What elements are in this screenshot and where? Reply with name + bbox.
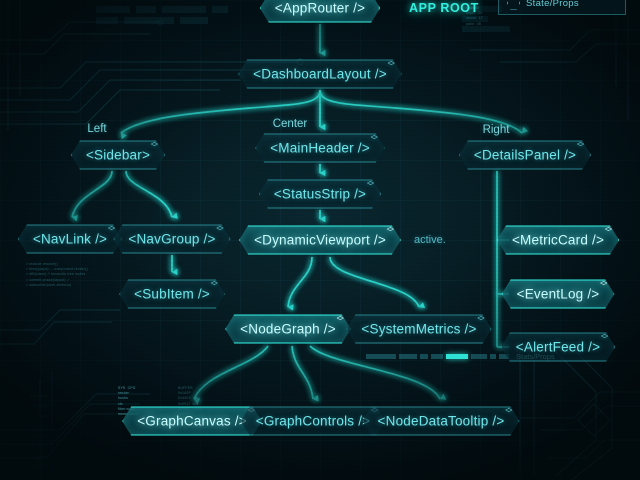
component-node-label: <AlertFeed /> — [515, 339, 601, 355]
active-state-label: active. — [414, 234, 446, 246]
component-node-label: <EventLog /> — [516, 286, 600, 302]
decorative-microtext-left: > module.resolve() > bind(props) → compo… — [26, 262, 88, 287]
component-node-details-panel[interactable]: <DetailsPanel /><> — [459, 141, 591, 170]
code-tag-icon: <> — [600, 280, 607, 288]
component-node-metric-card[interactable]: <MetricCard /><> — [497, 226, 619, 255]
component-node-label: <DashboardLayout /> — [253, 66, 387, 82]
component-node-label: <GraphCanvas /> — [137, 413, 247, 429]
code-tag-icon: <> — [107, 225, 115, 233]
component-node-event-log[interactable]: <EventLog /><> — [502, 280, 615, 309]
column-label-left: Left — [87, 123, 107, 135]
app-root-label: APP ROOT — [409, 1, 479, 15]
component-node-node-graph[interactable]: <NodeGraph /><> — [225, 315, 351, 344]
component-node-label: <MainHeader /> — [270, 140, 370, 156]
state-props-legend: State/Props — [498, 0, 626, 15]
code-tag-icon: <> — [386, 226, 393, 234]
component-node-label: <StatusStrip /> — [273, 186, 367, 202]
code-tag-icon: <> — [601, 333, 608, 341]
code-tag-icon: <> — [366, 0, 372, 3]
component-node-label: <NavLink /> — [32, 231, 108, 247]
component-node-label: <SubItem /> — [134, 286, 210, 302]
component-node-nav-group[interactable]: <NavGroup /><> — [113, 225, 230, 254]
code-tag-icon: <> — [604, 226, 612, 234]
component-node-label: <SystemMetrics /> — [361, 321, 477, 337]
component-node-label: <Sidebar> — [85, 147, 151, 163]
column-label-right: Right — [482, 124, 510, 136]
component-node-label: <GraphControls /> — [255, 413, 371, 429]
component-node-sidebar[interactable]: <Sidebar><> — [71, 141, 165, 170]
component-node-graph-controls[interactable]: <GraphControls /><> — [241, 407, 385, 436]
column-label-center: Center — [272, 118, 308, 130]
legend-label: State/Props — [526, 0, 579, 9]
code-tag-icon: <> — [336, 315, 343, 323]
code-tag-icon: <> — [210, 280, 217, 288]
component-node-status-strip[interactable]: <StatusStrip /><> — [259, 180, 381, 209]
component-node-dynamic-viewport[interactable]: <DynamicViewport /><> — [239, 226, 401, 255]
code-tag-icon: <> — [370, 134, 377, 142]
component-node-app-router[interactable]: <AppRouter /><> — [260, 0, 380, 23]
component-node-alert-feed[interactable]: <AlertFeed /><> — [501, 333, 615, 362]
component-node-label: <NavGroup /> — [128, 231, 216, 247]
component-node-label: <NodeGraph /> — [240, 321, 336, 337]
component-node-graph-canvas[interactable]: <GraphCanvas /><> — [122, 407, 262, 436]
code-tag-icon: <> — [477, 315, 484, 323]
component-node-system-metrics[interactable]: <SystemMetrics /><> — [346, 315, 491, 344]
code-tag-icon: <> — [505, 407, 512, 415]
component-node-nav-link[interactable]: <NavLink /><> — [18, 225, 122, 254]
decorative-microtext-top-right: trace.id depth 04 mount 17 paint 08 — [466, 6, 483, 26]
code-tag-icon: <> — [216, 225, 223, 233]
component-node-label: <DetailsPanel /> — [473, 147, 577, 163]
component-node-label: <AppRouter /> — [274, 0, 366, 16]
component-node-node-data-tooltip[interactable]: <NodeDataTooltip /><> — [363, 407, 520, 436]
component-node-main-header[interactable]: <MainHeader /><> — [255, 134, 385, 163]
hexagon-icon — [507, 0, 520, 10]
component-node-label: <DynamicViewport /> — [254, 232, 386, 248]
component-node-sub-item[interactable]: <SubItem /><> — [119, 280, 225, 309]
component-node-dashboard-layout[interactable]: <DashboardLayout /><> — [238, 60, 402, 89]
code-tag-icon: <> — [387, 60, 394, 68]
code-tag-icon: <> — [576, 141, 584, 149]
code-tag-icon: <> — [366, 180, 374, 188]
component-node-label: <NodeDataTooltip /> — [377, 413, 505, 429]
component-node-label: <MetricCard /> — [511, 232, 605, 248]
code-tag-icon: <> — [150, 141, 158, 149]
